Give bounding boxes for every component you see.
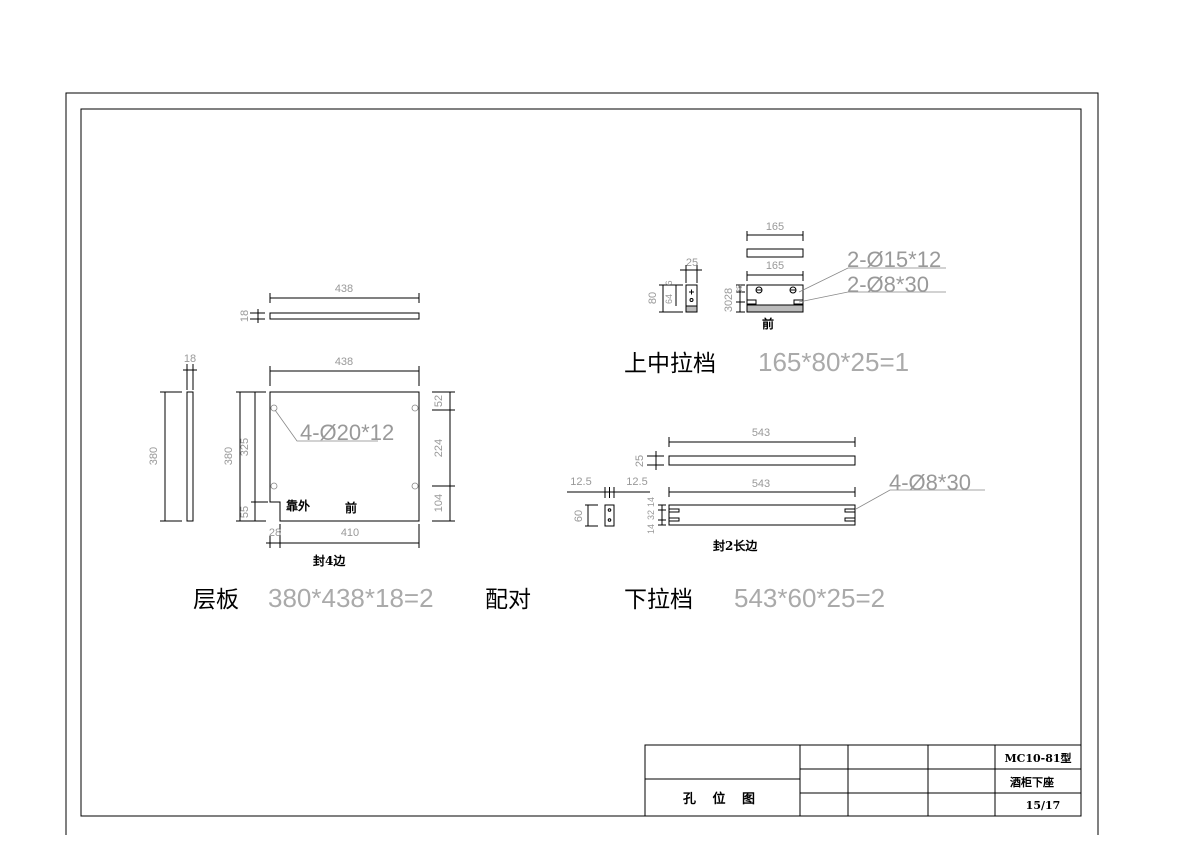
dim-inner-height: 325 xyxy=(239,438,251,456)
dim-upper-v3: 38 xyxy=(735,284,744,293)
panel-top-view xyxy=(269,312,420,320)
dim-upper-side-a: 6 xyxy=(664,280,674,285)
lower-rail-side-view xyxy=(604,504,615,527)
dim-upper-height: 80 xyxy=(647,292,659,304)
title-block: 孔 位 图 MC10-81型 酒柜下座 15/17 xyxy=(644,744,1082,817)
model-number: MC10-81型 xyxy=(1004,751,1071,765)
dim-upper-width: 25 xyxy=(686,257,698,269)
dim-upper-top-len: 165 xyxy=(766,221,784,233)
dim-upper-v1: 30 xyxy=(723,300,735,312)
hole-marker xyxy=(270,482,278,490)
lower-rail-top-view xyxy=(668,455,856,466)
upper-front-label: 前 xyxy=(762,316,774,331)
front-label: 前 xyxy=(345,500,357,515)
upper-hole-label-1: 2-Ø15*12 xyxy=(847,247,941,272)
lower-hole-label: 4-Ø8*30 xyxy=(889,470,971,495)
dim-lower-height: 60 xyxy=(573,510,585,522)
dim-side-thickness: 18 xyxy=(184,353,196,365)
hole-marker xyxy=(411,482,419,490)
dim-r1: 52 xyxy=(433,395,445,407)
dim-lower-thickness: 25 xyxy=(634,455,646,467)
upper-hole-label-2: 2-Ø8*30 xyxy=(847,272,929,297)
dim-bottom: 410 xyxy=(341,527,359,539)
dim-notch-height: 55 xyxy=(239,506,251,518)
lower-edge-note: 封2长边 xyxy=(713,538,758,553)
lower-rail-title: 下拉档 xyxy=(624,587,693,613)
dim-face-length: 438 xyxy=(335,356,353,368)
lower-rail-front-view xyxy=(668,504,856,526)
dim-side-height: 380 xyxy=(148,447,160,465)
panel-spec: 380*438*18=2 xyxy=(268,583,434,613)
hole-marker xyxy=(411,404,419,412)
upper-rail-drawing: 165 165 30 28 38 2-Ø15*12 2-Ø8*30 前 25 8… xyxy=(647,221,946,331)
panel-side-view xyxy=(186,391,194,522)
upper-rail-spec: 165*80*25=1 xyxy=(758,347,909,377)
lower-rail-drawing: 543 25 543 14 32 14 4-Ø8*30 封2长边 12.5 12… xyxy=(567,427,985,553)
dim-lower-v1: 14 xyxy=(646,497,656,507)
panel-drawing: 438 18 18 380 438 380 325 55 52 224 104 … xyxy=(148,283,455,568)
dim-lower-v2: 32 xyxy=(646,510,656,520)
dim-upper-front-len: 165 xyxy=(766,260,784,272)
dim-lower-v3: 14 xyxy=(646,524,656,534)
panel-edge-note: 封4边 xyxy=(313,553,346,568)
sheet-number: 15/17 xyxy=(1026,799,1061,812)
dim-upper-side-inner: 64 xyxy=(664,294,674,304)
leader xyxy=(798,267,946,293)
dim-panel-length: 438 xyxy=(335,283,353,295)
dim-r2: 224 xyxy=(433,439,445,457)
dim-lower-left-off: 12.5 xyxy=(570,476,591,488)
lower-rail-spec: 543*60*25=2 xyxy=(734,583,885,613)
outside-label: 靠外 xyxy=(286,498,310,513)
outer-border xyxy=(65,92,1099,835)
dim-lower-top-len: 543 xyxy=(752,427,770,439)
upper-rail-title: 上中拉档 xyxy=(624,351,716,377)
hole-marker xyxy=(270,404,278,412)
pair-note: 配对 xyxy=(485,587,531,613)
hatched-strip xyxy=(746,304,804,313)
product-name: 酒柜下座 xyxy=(1010,775,1054,789)
leader xyxy=(855,489,985,510)
leader xyxy=(798,291,946,303)
inner-border xyxy=(80,108,1082,817)
hole-leader xyxy=(274,409,378,442)
dim-notch-width: 28 xyxy=(269,527,281,539)
dim-face-height: 380 xyxy=(223,447,235,465)
dim-lower-front-len: 543 xyxy=(752,478,770,490)
panel-title: 层板 xyxy=(193,587,239,613)
dim-r3: 104 xyxy=(433,494,445,512)
panel-hole-label: 4-Ø20*12 xyxy=(300,420,394,445)
dim-panel-thickness: 18 xyxy=(239,310,251,322)
dim-lower-right-off: 12.5 xyxy=(626,476,647,488)
upper-rail-top-view xyxy=(746,248,804,258)
panel-front-view xyxy=(269,391,420,522)
drawing-name: 孔 位 图 xyxy=(683,791,761,807)
dim-upper-v2: 28 xyxy=(723,288,735,300)
